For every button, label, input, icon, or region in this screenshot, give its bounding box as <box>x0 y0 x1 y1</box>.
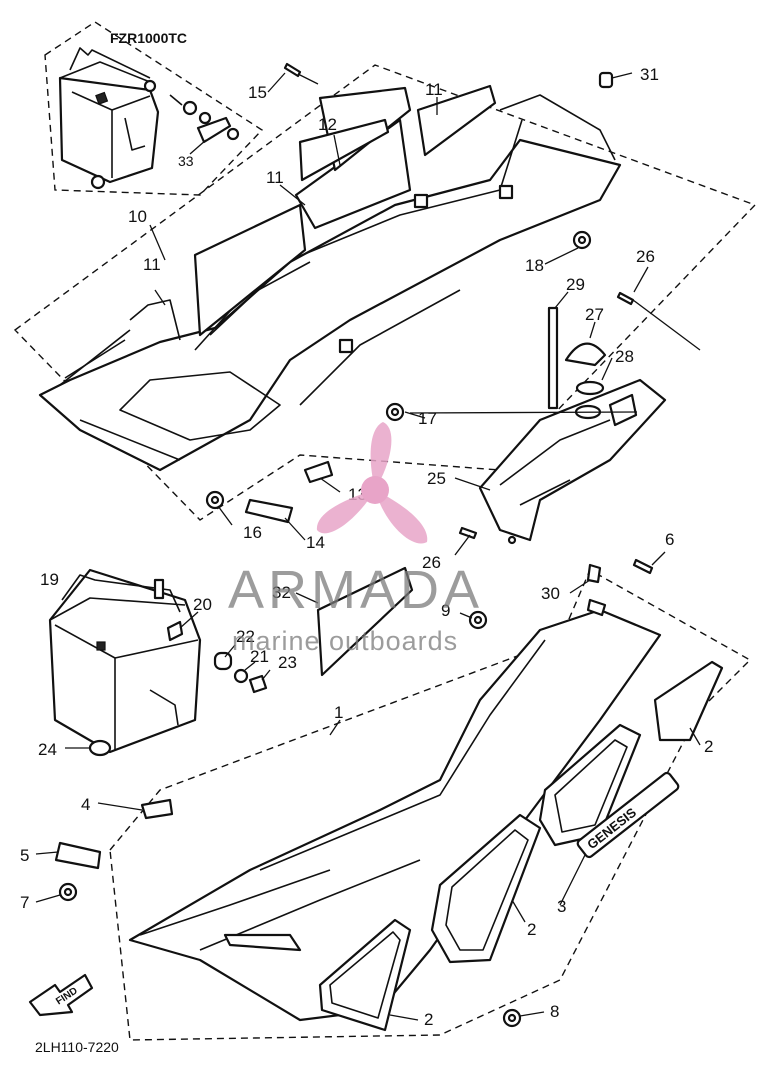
callout-5: 5 <box>20 846 29 865</box>
callout-2: 2 <box>424 1010 433 1029</box>
callout-30: 30 <box>541 584 560 603</box>
callouts: 15 12 11 11 11 10 31 18 26 29 27 28 17 2… <box>20 65 713 1029</box>
callout-32: 32 <box>272 583 291 602</box>
callout-1: 1 <box>334 703 343 722</box>
callout-15: 15 <box>248 83 267 102</box>
callout-17: 17 <box>418 409 437 428</box>
callout-2: 2 <box>704 737 713 756</box>
callout-21: 21 <box>250 647 269 666</box>
callout-3: 3 <box>557 897 566 916</box>
callout-23: 23 <box>278 653 297 672</box>
callout-20: 20 <box>193 595 212 614</box>
callout-11: 11 <box>266 168 284 187</box>
callout-7: 7 <box>20 893 29 912</box>
reference-code: 2LH110-7220 <box>35 1039 119 1055</box>
callout-24: 24 <box>38 740 57 759</box>
callout-4: 4 <box>81 795 90 814</box>
watermark-subtitle: marine outboards <box>232 626 458 656</box>
find-arrow-badge: FIND <box>28 973 94 1017</box>
callout-10: 10 <box>128 207 147 226</box>
callout-18: 18 <box>525 256 544 275</box>
upper-cover-assembly <box>13 62 757 524</box>
callout-14: 14 <box>306 533 325 552</box>
callout-16: 16 <box>243 523 262 542</box>
callout-2: 2 <box>527 920 536 939</box>
inset-fzr1000tc: FZR1000TC 33 <box>44 21 264 196</box>
callout-26: 26 <box>422 553 441 572</box>
inset-title: FZR1000TC <box>110 30 187 46</box>
armada-watermark: ARMADA marine outboards <box>228 422 483 656</box>
callout-12: 12 <box>318 115 337 134</box>
battery-box-19 <box>48 568 268 757</box>
callout-11: 11 <box>143 255 161 274</box>
callout-31: 31 <box>640 65 659 84</box>
callout-22: 22 <box>236 627 255 646</box>
callout-26: 26 <box>636 247 655 266</box>
callout-8: 8 <box>550 1002 559 1021</box>
callout-29: 29 <box>566 275 585 294</box>
watermark-title: ARMADA <box>228 560 483 620</box>
leader-lines <box>35 72 701 1021</box>
callout-28: 28 <box>615 347 634 366</box>
propeller-logo <box>316 422 428 544</box>
duct-part-25 <box>458 291 701 545</box>
callout-25: 25 <box>427 469 446 488</box>
callout-9: 9 <box>441 601 450 620</box>
callout-33: 33 <box>178 153 194 169</box>
callout-27: 27 <box>585 305 604 324</box>
callout-19: 19 <box>40 570 59 589</box>
lower-cover-assembly: GENESIS <box>54 558 752 1041</box>
callout-6: 6 <box>665 530 674 549</box>
callout-11: 11 <box>425 80 443 99</box>
